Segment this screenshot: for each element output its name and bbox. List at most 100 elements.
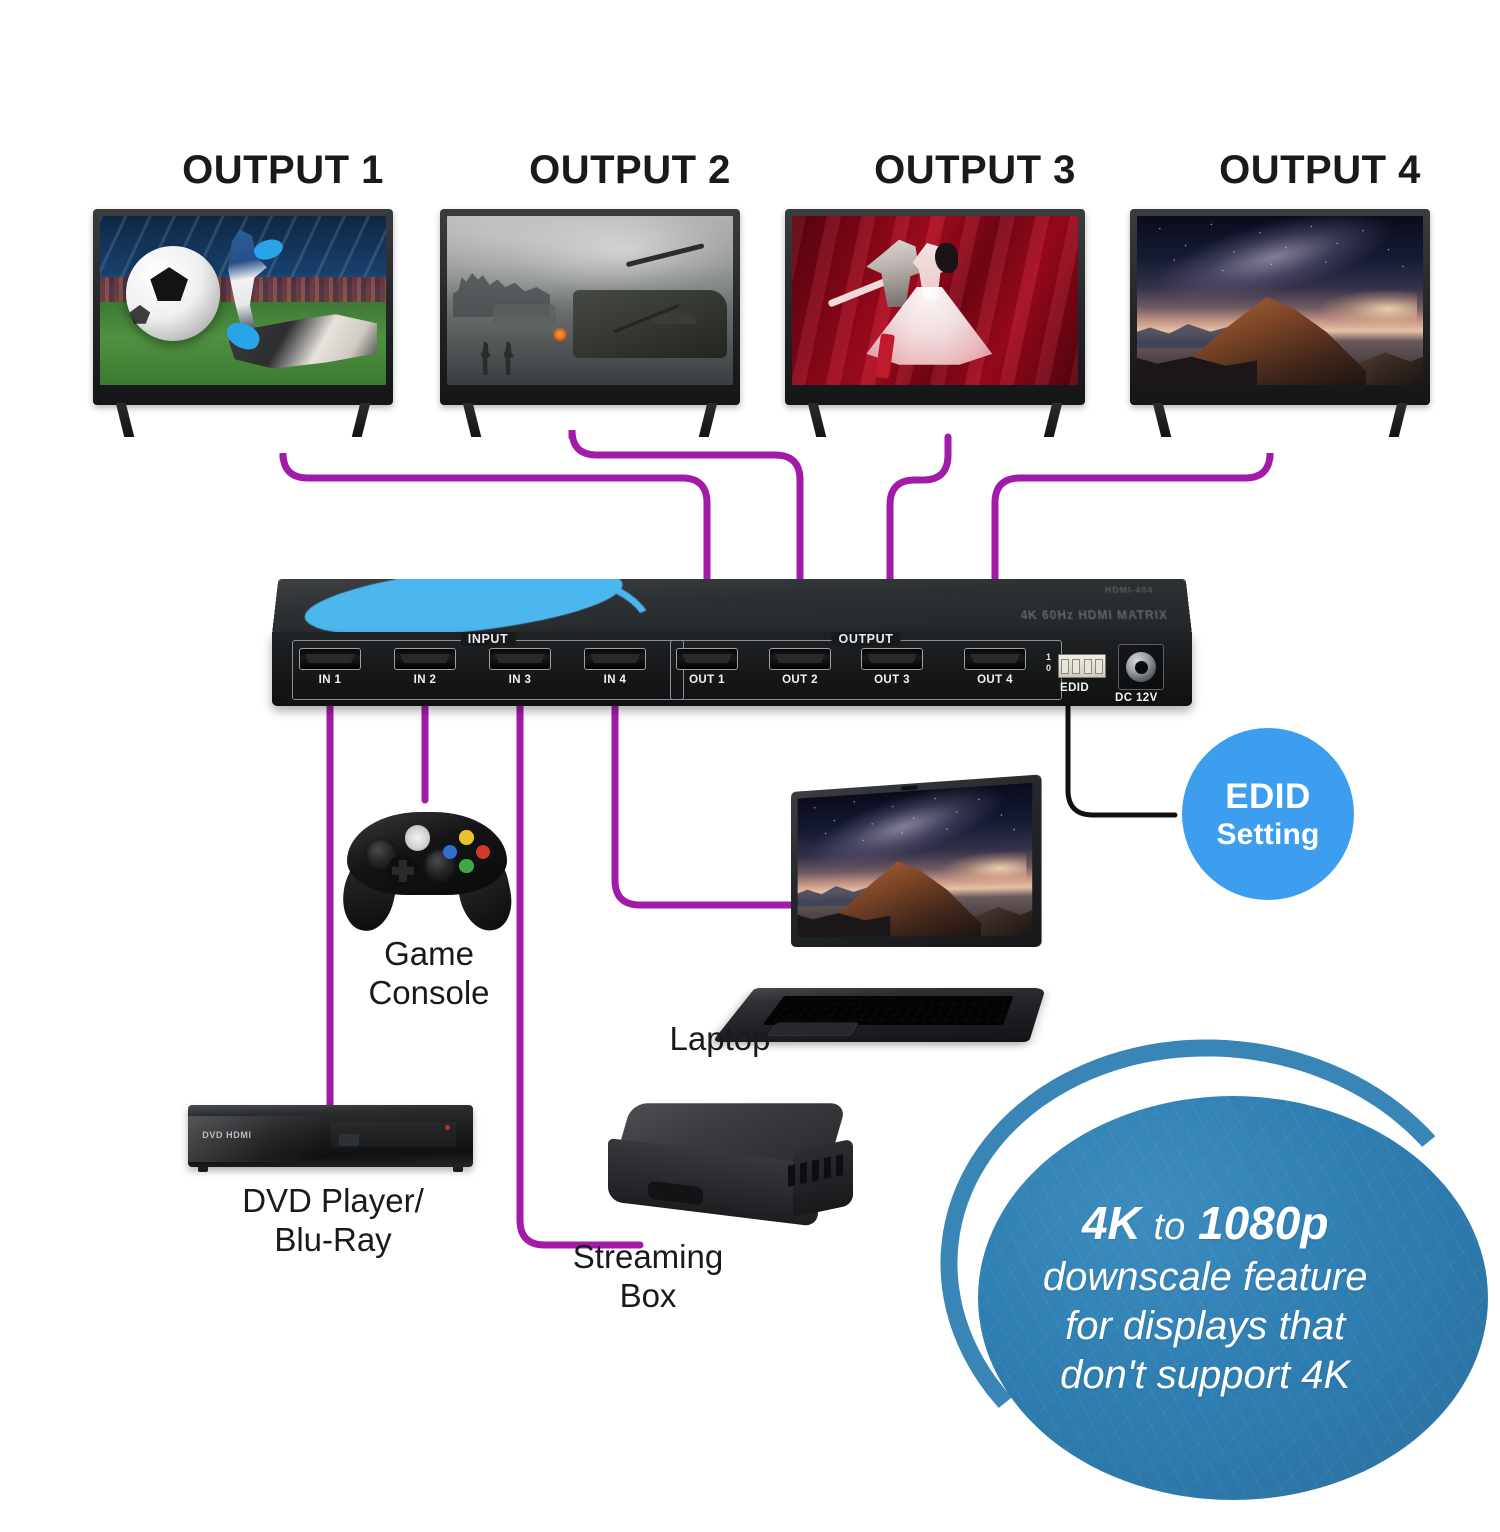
tv-bezel — [93, 209, 393, 405]
soldier — [480, 341, 492, 375]
tv-screen-mountain — [1137, 216, 1423, 385]
callout-4k: 4K — [1081, 1196, 1141, 1249]
dc-power-label: DC 12V — [1115, 692, 1158, 704]
edid-badge-line2: Setting — [1216, 817, 1320, 851]
port-out-3-label: OUT 3 — [874, 674, 910, 686]
output-group-label: OUTPUT — [831, 632, 901, 646]
streaming-box-label: Streaming Box — [572, 1238, 724, 1314]
callout-to: to — [1153, 1205, 1186, 1248]
callout-line2: downscale feature — [1042, 1254, 1368, 1299]
hdmi-jack-icon — [769, 648, 831, 670]
dip-switch-3[interactable] — [1083, 658, 1092, 674]
tv-bezel — [785, 209, 1085, 405]
dvd-player-body: DVD HDMI — [188, 1105, 473, 1167]
dvd-player-label: DVD Player/ Blu-Ray — [242, 1182, 424, 1258]
tv-output-1 — [93, 209, 393, 437]
brand-swoosh-arc-icon — [533, 579, 662, 634]
tv-output-4 — [1130, 209, 1430, 437]
xbox-guide-button-icon[interactable] — [404, 825, 431, 851]
laptop — [712, 774, 1046, 1042]
port-in-1-label: IN 1 — [318, 674, 342, 686]
port-out-4[interactable]: OUT 4 — [964, 648, 1026, 686]
hdmi-jack-icon — [861, 648, 923, 670]
dvd-display-slot — [339, 1133, 359, 1146]
callout-1080p: 1080p — [1198, 1196, 1329, 1249]
b-button[interactable] — [475, 844, 491, 859]
callout-line4: don't support 4K — [1060, 1352, 1351, 1397]
edid-dip-switch[interactable] — [1058, 654, 1106, 678]
a-button[interactable] — [459, 858, 474, 874]
scene-mountain-night-sky — [797, 782, 1032, 937]
port-out-2-label: OUT 2 — [782, 674, 818, 686]
tv-screen-ballet — [792, 216, 1078, 385]
dip-switch-1[interactable] — [1060, 658, 1069, 674]
dvd-foot-left — [198, 1167, 208, 1172]
soccer-ball-icon — [125, 246, 221, 341]
device-model-mark: HDMI-404 — [1104, 584, 1154, 595]
tv-screen-soccer — [100, 216, 386, 385]
tank-turret — [653, 313, 697, 325]
port-out-2[interactable]: OUT 2 — [769, 648, 831, 686]
port-out-4-label: OUT 4 — [977, 674, 1013, 686]
dvd-hdmi-logo: DVD HDMI — [202, 1129, 252, 1140]
tv-foot-right — [1043, 403, 1063, 437]
abxy-button-cluster[interactable] — [443, 830, 491, 878]
input-group-label: INPUT — [460, 632, 516, 646]
diagram-canvas: OUTPUT 1 OUTPUT 2 OUTPUT 3 OUTPUT 4 — [0, 0, 1500, 1500]
dc-jack-ring-icon — [1126, 652, 1156, 682]
port-in-1[interactable]: IN 1 — [299, 648, 361, 686]
dc-power-jack[interactable] — [1118, 644, 1164, 690]
laptop-label: Laptop — [669, 1020, 771, 1057]
port-in-4[interactable]: IN 4 — [584, 648, 646, 686]
callout-headline: 4K to 1080p — [982, 1195, 1429, 1251]
port-in-3-label: IN 3 — [508, 674, 532, 686]
output-1-label: OUTPUT 1 — [182, 148, 384, 192]
hdmi-jack-icon — [394, 648, 456, 670]
tv-foot-left — [807, 403, 827, 437]
tv-foot-left — [462, 403, 482, 437]
hdmi-jack-icon — [584, 648, 646, 670]
tank-background — [492, 303, 556, 326]
tv-foot-right — [1388, 403, 1408, 437]
device-front-panel: INPUT IN 1 IN 2 IN 3 IN 4 OUTPUT — [272, 632, 1192, 706]
tv-output-3 — [785, 209, 1085, 437]
hdmi-jack-icon — [964, 648, 1026, 670]
output-port-group: OUTPUT — [670, 632, 1062, 700]
port-in-4-label: IN 4 — [603, 674, 627, 686]
device-top-panel: HDMI-404 4K 60Hz HDMI MATRIX — [272, 579, 1192, 634]
edid-scale-high: 1 — [1046, 652, 1052, 662]
game-console-controller — [336, 798, 518, 935]
port-in-3[interactable]: IN 3 — [489, 648, 551, 686]
dip-switch-2[interactable] — [1072, 658, 1081, 674]
callout-line3: for displays that — [1065, 1303, 1346, 1348]
scene-ballet — [792, 216, 1078, 385]
port-out-3[interactable]: OUT 3 — [861, 648, 923, 686]
edid-setting-badge[interactable]: EDID Setting — [1182, 728, 1354, 900]
hdmi-jack-icon — [489, 648, 551, 670]
port-out-1-label: OUT 1 — [689, 674, 725, 686]
tv-bezel — [440, 209, 740, 405]
port-out-1[interactable]: OUT 1 — [676, 648, 738, 686]
dpad-icon[interactable] — [387, 854, 419, 887]
callout-blob — [978, 1096, 1488, 1500]
tv-output-2 — [440, 209, 740, 437]
tank-icon — [572, 290, 728, 358]
edid-scale-low: 0 — [1046, 663, 1052, 673]
tv-foot-right — [698, 403, 718, 437]
scene-war — [447, 216, 733, 385]
game-console-label: Game Console — [368, 935, 490, 1011]
edid-dip-scale: 1 0 — [1046, 652, 1051, 674]
port-in-2[interactable]: IN 2 — [394, 648, 456, 686]
device-brand-mark: 4K 60Hz HDMI MATRIX — [1020, 608, 1169, 623]
y-button[interactable] — [459, 830, 474, 845]
hdmi-matrix-switch[interactable]: HDMI-404 4K 60Hz HDMI MATRIX INPUT IN 1 … — [272, 578, 1192, 706]
streaming-box — [608, 1100, 858, 1250]
edid-label: EDID — [1060, 682, 1090, 694]
tv-foot-right — [351, 403, 371, 437]
dip-switch-4[interactable] — [1095, 658, 1104, 674]
x-button[interactable] — [443, 844, 458, 859]
dvd-player: DVD HDMI — [188, 1105, 473, 1172]
horizon-glow — [1320, 290, 1418, 328]
tv-foot-left — [1152, 403, 1172, 437]
tv-screen-war — [447, 216, 733, 385]
